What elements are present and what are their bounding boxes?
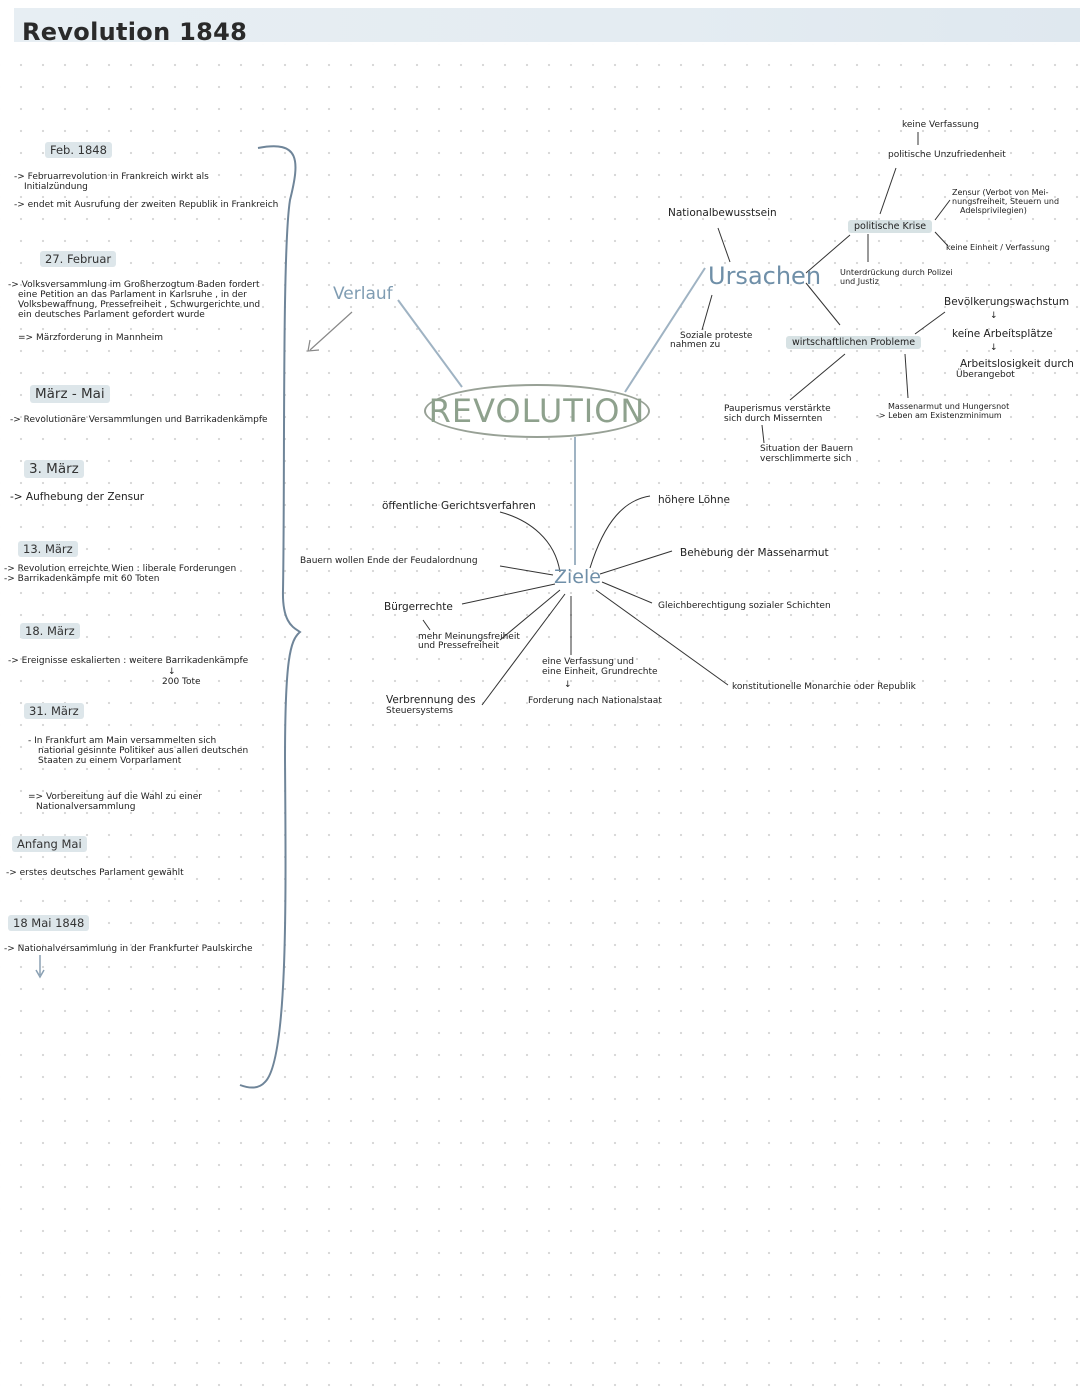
nationalstaat: Forderung nach Nationalstaat	[528, 696, 662, 706]
zensur-2: nungsfreiheit, Steuern und	[952, 197, 1060, 206]
timeline-text: 200 Tote	[162, 677, 201, 687]
title-highlight	[14, 8, 1080, 42]
arrow-down: ↓	[990, 343, 998, 353]
verlauf-label: Verlauf	[333, 284, 393, 304]
timeline-text: eine Petition an das Parlament in Karlsr…	[18, 290, 247, 300]
verfassung: eine Verfassung und	[542, 657, 634, 667]
steuersystem: Verbrennung des	[386, 694, 476, 706]
soziale-proteste-2: nahmen zu	[670, 340, 721, 350]
gleichberechtigung: Gleichberechtigung sozialer Schichten	[658, 601, 831, 611]
arbeitslosigkeit: Arbeitslosigkeit durch	[960, 358, 1074, 370]
keine-verfassung: keine Verfassung	[902, 120, 979, 130]
verlauf-arrow-head	[307, 339, 320, 352]
wirtschaftliche-probleme: wirtschaftlichen Probleme	[786, 336, 922, 349]
date-18-maerz: 18. März	[20, 623, 80, 639]
pauperismus-2: sich durch Missernten	[724, 414, 823, 424]
page-title: Revolution 1848	[22, 18, 248, 46]
timeline-text: -> Revolution erreichte Wien : liberale …	[4, 564, 237, 574]
unterdrueckung-2: und Justiz	[840, 277, 879, 286]
nationalbewusstsein: Nationalbewusstsein	[668, 207, 777, 219]
arbeitslosigkeit-2: Überangebot	[956, 370, 1015, 380]
unterdrueckung: Unterdrückung durch Polizei	[840, 268, 953, 277]
date-13-maerz: 13. März	[18, 541, 78, 557]
massenarmut: Massenarmut und Hungersnot	[888, 402, 1010, 411]
timeline-text: -> erstes deutsches Parlament gewählt	[6, 868, 184, 878]
timeline-text: Volksbewaffnung, Pressefreiheit , Schwur…	[18, 300, 261, 310]
ursachen-label: Ursachen	[708, 262, 822, 290]
timeline-text: -> endet mit Ausrufung der zweiten Repub…	[14, 200, 279, 210]
verlauf-arrow-line	[309, 311, 353, 351]
timeline-text: -> Aufhebung der Zensur	[10, 491, 145, 503]
timeline-text: Staaten zu einem Vorparlament	[38, 756, 182, 766]
buergerrechte: Bürgerrechte	[384, 601, 453, 613]
keine-einheit: keine Einheit / Verfassung	[946, 243, 1050, 252]
pressefreiheit: und Pressefreiheit	[418, 641, 500, 651]
monarchie-republik: konstitutionelle Monarchie oder Republik	[732, 682, 916, 692]
date-31-maerz: 31. März	[24, 703, 84, 719]
pauperismus: Pauperismus verstärkte	[724, 404, 831, 414]
arrow-down: ↓	[990, 311, 998, 321]
date-maerz-mai: März - Mai	[30, 385, 110, 403]
politische-unzufriedenheit: politische Unzufriedenheit	[888, 150, 1006, 160]
ziele-label: Ziele	[554, 566, 601, 588]
timeline-text: ↓	[168, 667, 176, 677]
timeline-text: national gesinnte Politiker aus allen de…	[38, 746, 249, 756]
timeline-text: Initialzündung	[24, 182, 88, 192]
timeline-arrow-head	[35, 969, 45, 979]
timeline-brace	[239, 145, 302, 1089]
date-18-mai-1848: 18 Mai 1848	[8, 915, 90, 931]
timeline-text: -> Barrikadenkämpfe mit 60 Toten	[4, 574, 160, 584]
timeline-text: -> Nationalversammlung in der Frankfurte…	[4, 944, 253, 954]
timeline-text: Nationalversammlung	[36, 802, 136, 812]
bauern-situation-2: verschlimmerte sich	[760, 454, 852, 464]
date-27-februar: 27. Februar	[40, 251, 117, 267]
arrow-down: ↓	[564, 680, 572, 690]
date-anfang-mai: Anfang Mai	[12, 836, 87, 852]
steuersystem-2: Steuersystems	[386, 706, 453, 716]
politische-krise: politische Krise	[848, 220, 933, 233]
timeline-text: -> Revolutionäre Versammlungen und Barri…	[10, 415, 268, 425]
timeline-text: => Vorbereitung auf die Wahl zu einer	[28, 792, 202, 802]
timeline-text: => Märzforderung in Mannheim	[18, 333, 164, 343]
feudalordnung: Bauern wollen Ende der Feudalordnung	[300, 556, 478, 566]
verfassung-2: eine Einheit, Grundrechte	[542, 667, 658, 677]
keine-arbeitsplaetze: keine Arbeitsplätze	[952, 328, 1053, 340]
massenarmut-behebung: Behebung der Massenarmut	[680, 547, 829, 559]
zensur: Zensur (Verbot von Mei-	[952, 188, 1049, 197]
soziale-proteste: Soziale proteste	[680, 331, 753, 341]
hoehere-loehne: höhere Löhne	[658, 494, 730, 506]
meinungsfreiheit: mehr Meinungsfreiheit	[418, 632, 520, 642]
timeline-text: -> Februarrevolution in Frankreich wirkt…	[14, 172, 209, 182]
date-3-maerz: 3. März	[24, 460, 84, 478]
timeline-text: - In Frankfurt am Main versammelten sich	[28, 736, 217, 746]
timeline-text: -> Volksversammlung im Großherzogtum Bad…	[8, 280, 260, 290]
timeline-text: ein deutsches Parlament gefordert wurde	[18, 310, 205, 320]
zensur-3: Adelsprivilegien)	[960, 206, 1027, 215]
massenarmut-2: -> Leben am Existenzminimum	[876, 411, 1002, 420]
gerichtsverfahren: öffentliche Gerichtsverfahren	[382, 500, 536, 512]
revolution-center: REVOLUTION	[424, 384, 650, 438]
date-feb-1848: Feb. 1848	[45, 142, 112, 158]
timeline-text: -> Ereignisse eskalierten : weitere Barr…	[8, 656, 249, 666]
bauern-situation: Situation der Bauern	[760, 444, 854, 454]
bevoelkerungswachstum: Bevölkerungswachstum	[944, 296, 1070, 308]
